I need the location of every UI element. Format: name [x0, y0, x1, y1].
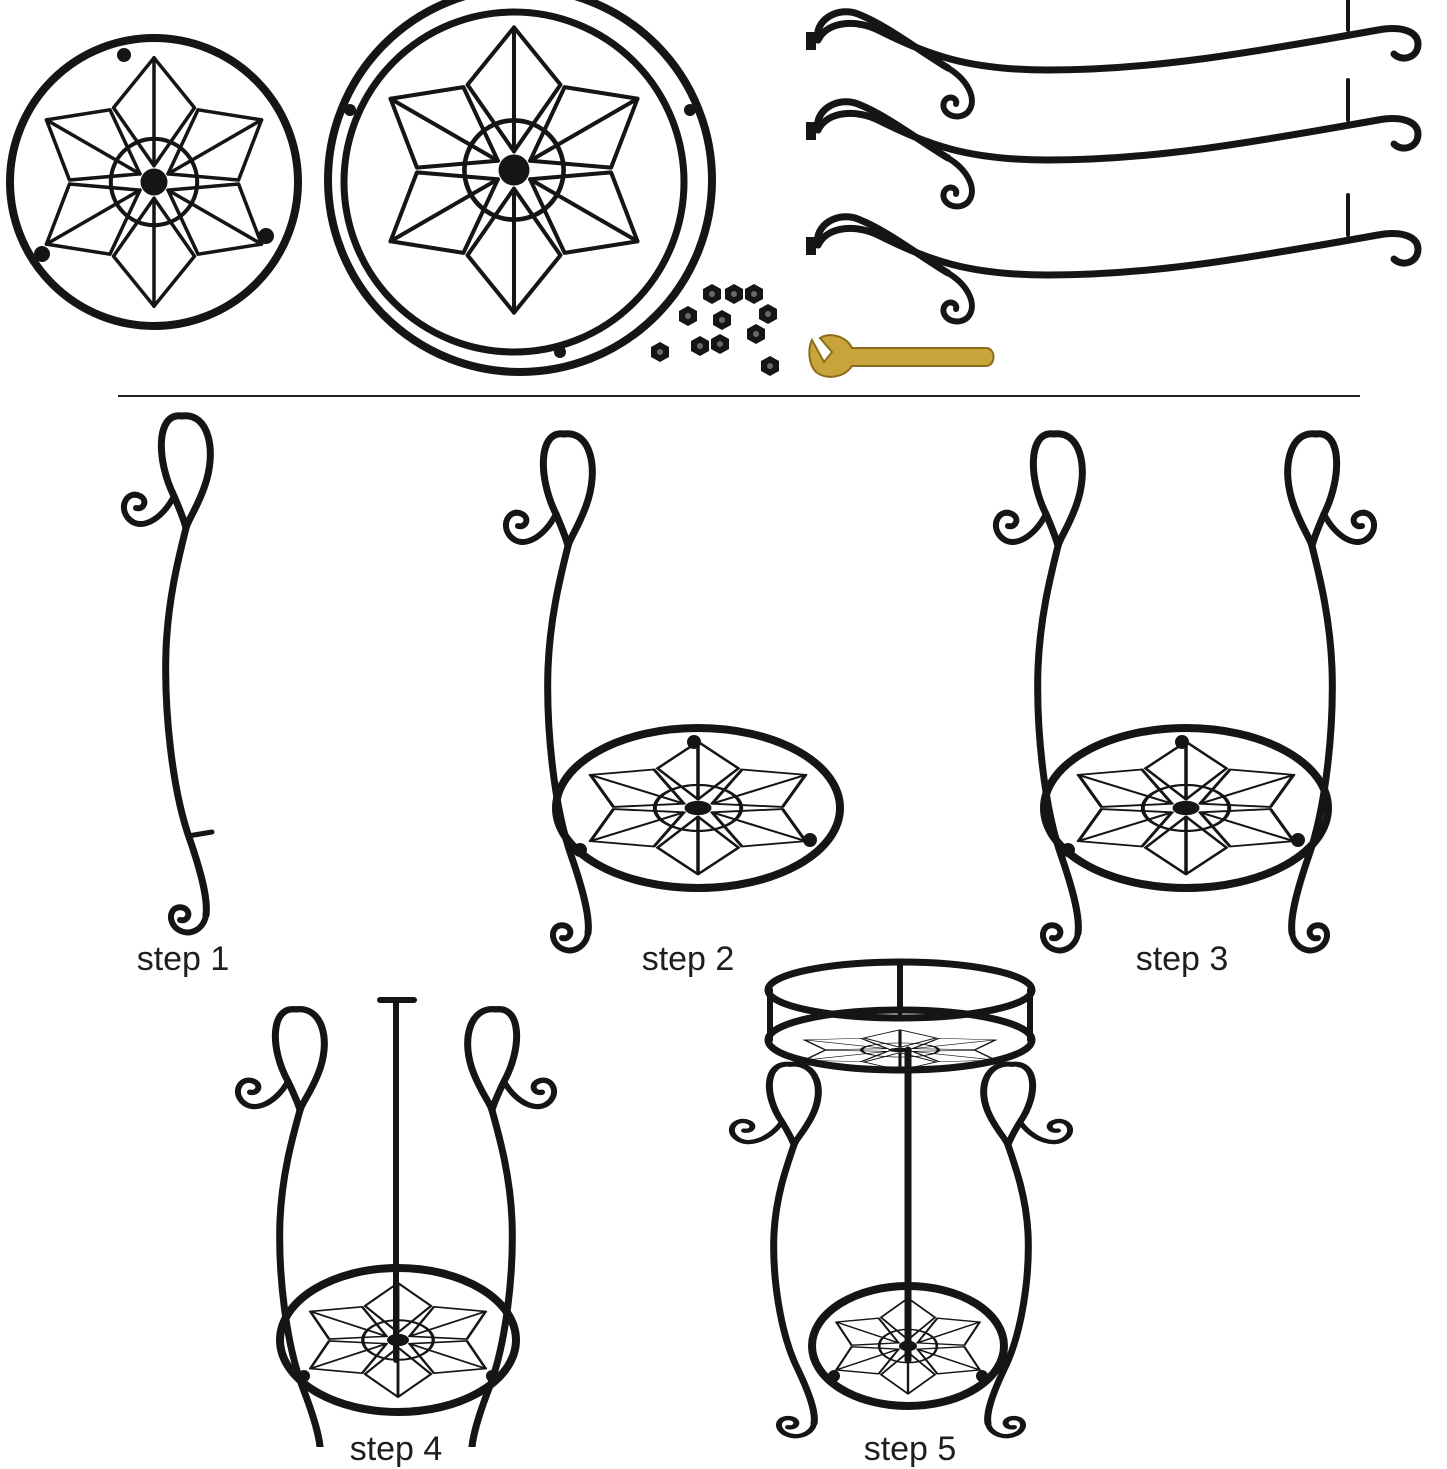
step-3-label: step 3 — [1135, 940, 1229, 978]
step-1-label: step 1 — [136, 940, 230, 978]
step-2-label: step 2 — [641, 940, 735, 978]
small-tray-part — [6, 34, 302, 330]
step-4-label: step 4 — [349, 1430, 443, 1468]
step-3-figure — [996, 434, 1374, 951]
wrench-icon — [808, 334, 995, 378]
step-2-figure — [506, 434, 844, 951]
scroll-leg-parts — [806, 0, 1418, 322]
step-4-figure — [238, 997, 554, 1447]
large-tray-part — [324, 0, 716, 376]
step-5-figure — [732, 958, 1070, 1436]
step-5-label: step 5 — [863, 1430, 957, 1468]
step-1-figure — [124, 416, 215, 933]
